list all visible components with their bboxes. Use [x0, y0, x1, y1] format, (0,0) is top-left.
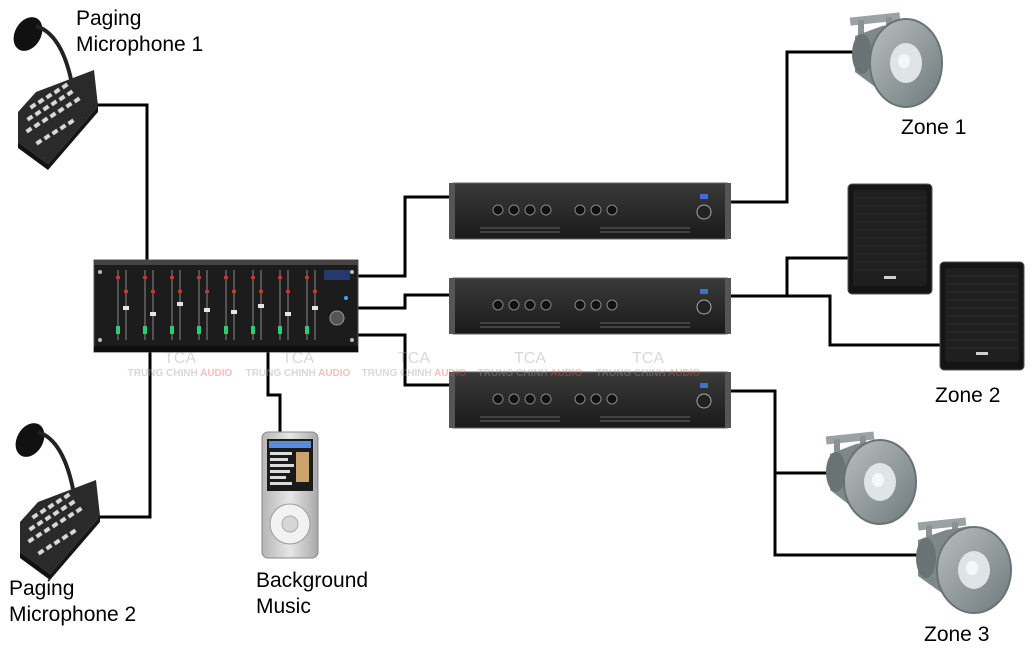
watermark-accent: AUDIO	[434, 368, 467, 379]
zone2-box-speaker-1-icon	[847, 183, 933, 295]
zone3-horn-speaker-1-icon	[825, 431, 917, 525]
watermark-logo: TCA	[282, 350, 314, 367]
watermark-accent: AUDIO	[550, 368, 583, 379]
music-player-icon	[261, 431, 319, 559]
paging-microphone-1-icon	[13, 17, 98, 170]
wiring	[95, 50, 945, 557]
amplifier-3-icon	[449, 371, 731, 429]
watermark-text: TRUNG CHINH	[245, 368, 316, 379]
wire-mixer-to-amp3	[356, 333, 453, 387]
watermark-text: TRUNG CHINH	[595, 368, 666, 379]
label-line: Microphone 1	[76, 33, 204, 56]
watermark: TCA TRUNG CHINH AUDIO	[236, 350, 360, 379]
wire-mixer-to-amp1	[356, 195, 453, 278]
watermark-accent: AUDIO	[668, 368, 701, 379]
zone2-box-speaker-2-icon	[939, 261, 1025, 371]
watermark: TCA TRUNG CHINH AUDIO	[118, 350, 242, 379]
label-zone-3: Zone 3	[924, 623, 990, 646]
wire-amp2-to-zone2b	[787, 294, 945, 347]
zone1-horn-speaker-icon	[849, 12, 943, 108]
label-line: Music	[256, 595, 311, 618]
watermark-text: TRUNG CHINH	[127, 368, 198, 379]
watermark: TCA TRUNG CHINH AUDIO	[586, 350, 710, 379]
watermark-logo: TCA	[164, 350, 196, 367]
label-zone-1: Zone 1	[901, 116, 967, 139]
label-zone-2: Zone 2	[935, 384, 1001, 407]
paging-microphone-2-icon	[15, 423, 100, 580]
label-background-music: Background Music	[256, 568, 368, 620]
watermark-accent: AUDIO	[200, 368, 233, 379]
wire-amp1-to-zone1	[727, 50, 855, 204]
watermark-logo: TCA	[632, 350, 664, 367]
watermark: TCA TRUNG CHINH AUDIO	[468, 350, 592, 379]
label-line: Paging	[9, 577, 75, 600]
wire-mic1-to-mixer	[95, 103, 149, 262]
amplifier-2-icon	[449, 277, 731, 335]
watermark-text: TRUNG CHINH	[361, 368, 432, 379]
wire-amp2-to-zone2a	[727, 256, 850, 298]
label-line: Microphone 2	[9, 603, 137, 626]
wire-music-to-mixer	[266, 338, 282, 432]
wire-amp3-to-zone3a	[727, 389, 832, 475]
watermark: TCA TRUNG CHINH AUDIO	[352, 350, 476, 379]
mixer-channel-strips	[116, 270, 318, 340]
zone3-horn-speaker-2-icon	[916, 517, 1012, 614]
amplifier-1-icon	[449, 182, 731, 240]
wire-amp3-to-zone3b	[773, 473, 918, 557]
label-line: Paging	[76, 7, 142, 30]
wire-mic2-to-mixer	[98, 350, 152, 519]
watermark-logo: TCA	[514, 350, 546, 367]
label-line: Background	[256, 569, 369, 592]
mixer-unit-icon	[93, 259, 359, 353]
label-paging-microphone-1: Paging Microphone 1	[76, 6, 203, 58]
watermark-accent: AUDIO	[318, 368, 351, 379]
wire-mixer-to-amp2	[356, 293, 453, 310]
watermark-text: TRUNG CHINH	[477, 368, 548, 379]
label-paging-microphone-2: Paging Microphone 2	[9, 576, 136, 628]
watermark-logo: TCA	[398, 350, 430, 367]
